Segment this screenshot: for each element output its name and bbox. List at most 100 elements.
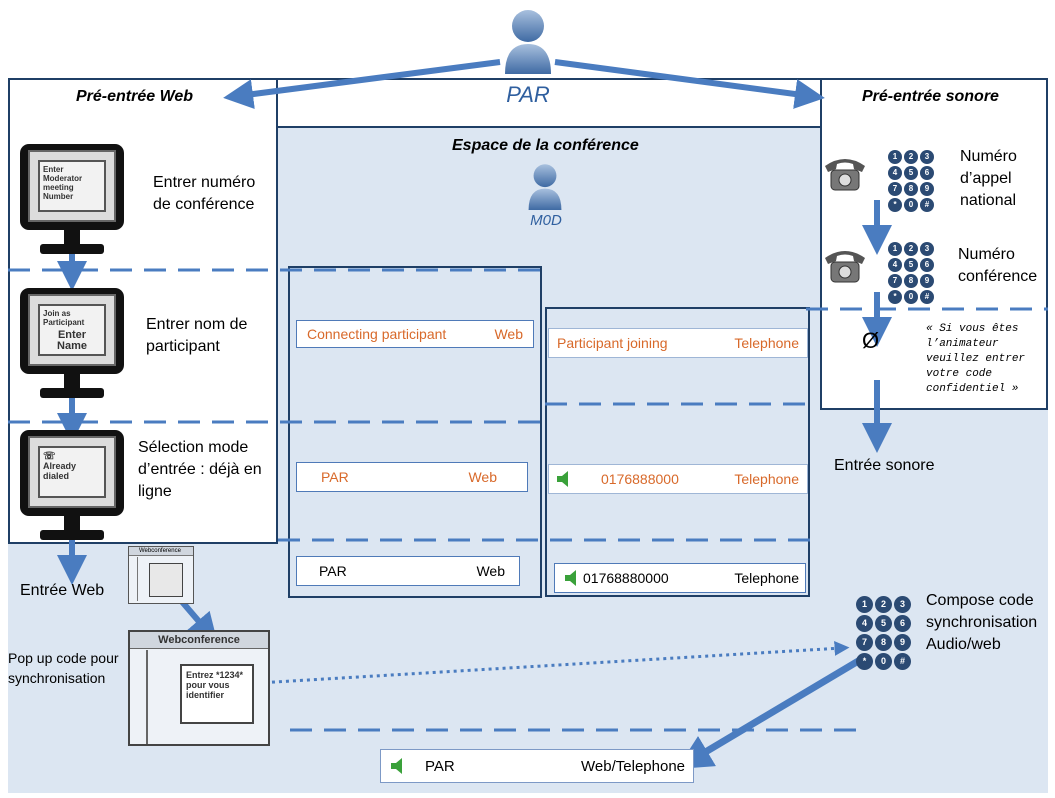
web-step1-label: Entrer numéro de conférence: [153, 174, 256, 213]
web-row-3-name: PAR: [319, 563, 347, 579]
phone-participant-column: [545, 307, 810, 597]
par-person-icon: [505, 10, 551, 74]
arrow-keypad-to-final: [676, 656, 862, 769]
keypad-key: 3: [920, 242, 934, 256]
audio-preentry-panel: [820, 78, 1048, 410]
keypad-key: #: [894, 653, 911, 670]
phone-step1-label: Numéro d’appel national: [960, 148, 1017, 209]
phone-step2-label: Numéro conférence: [958, 246, 1038, 285]
keypad-key: 1: [856, 596, 873, 613]
compose-label: Compose code synchronisation Audio/web: [926, 592, 1038, 653]
phone-row-2-mode: Telephone: [734, 471, 799, 487]
keypad-key: 4: [888, 258, 902, 272]
web-row-2-name: PAR: [321, 469, 349, 485]
conference-space-title: Espace de la conférence: [452, 137, 639, 154]
keypad-key: 4: [856, 615, 873, 632]
keypad-key: 6: [920, 166, 934, 180]
mini-popup-window: Webconference: [128, 546, 194, 604]
keypad-key: 3: [920, 150, 934, 164]
keypad-key: 9: [920, 182, 934, 196]
sync-popup-window: Webconference Entrez *1234* pour vous id…: [128, 630, 270, 746]
keypad-key: 6: [894, 615, 911, 632]
final-row: PAR Web/Telephone: [380, 749, 694, 783]
web-row-3-mode: Web: [476, 563, 505, 579]
keypad-key: 0: [904, 290, 918, 304]
speaker-icon: [565, 570, 576, 586]
mini-popup-title: Webconference: [129, 547, 193, 556]
keypad-key: 9: [920, 274, 934, 288]
monitor-step1: Enter Moderator meeting Number: [20, 144, 124, 256]
keypad-key: 8: [875, 634, 892, 651]
web-preentry-title: Pré-entrée Web: [76, 88, 194, 105]
final-row-name: PAR: [425, 757, 455, 775]
keypad-key: 0: [904, 198, 918, 212]
web-step3-label: Sélection mode d’entrée : déjà en ligne: [138, 439, 262, 500]
arrow-par-to-audio: [554, 59, 825, 109]
keypad-key: #: [920, 198, 934, 212]
keypad-key: 5: [875, 615, 892, 632]
telephone-icon: [825, 159, 865, 191]
keypad-key: 1: [888, 150, 902, 164]
phone-small-icon: ☏: [43, 451, 56, 462]
keypad-key: 2: [904, 150, 918, 164]
web-row-2-mode: Web: [468, 469, 497, 485]
mod-person-icon: [528, 164, 562, 210]
phone-row-3: 01768880000 Telephone: [554, 563, 806, 593]
keypad-key: 8: [904, 182, 918, 196]
phone-row-3-name: 01768880000: [583, 570, 669, 586]
moderator-code-message: « Si vous êtes l’animateur veuillez entr…: [926, 323, 1026, 395]
speaker-icon: [391, 758, 402, 774]
screen2-main-text: Enter Name: [57, 329, 87, 352]
screen2-top-text: Join as Participant: [43, 309, 85, 327]
keypad-key: 7: [856, 634, 873, 651]
sync-dotted-line: [257, 640, 850, 685]
keypad-key: 9: [894, 634, 911, 651]
keypad-key: 5: [904, 258, 918, 272]
keypad-key: 7: [888, 274, 902, 288]
telephone-icon: [825, 251, 865, 283]
null-symbol: Ø: [862, 328, 880, 353]
mod-label: M0D: [530, 212, 562, 229]
keypad-key: 5: [904, 166, 918, 180]
keypad-key: 7: [888, 182, 902, 196]
keypad-key: *: [856, 653, 873, 670]
web-row-1-mode: Web: [494, 326, 523, 342]
audio-preentry-title: Pré-entrée sonore: [862, 88, 999, 105]
keypad-key: 3: [894, 596, 911, 613]
phone-row-3-mode: Telephone: [734, 570, 799, 586]
web-row-3: PAR Web: [296, 556, 520, 586]
monitor-step3: ☏ Already dialed: [20, 430, 124, 542]
web-row-1-name: Connecting participant: [307, 326, 447, 342]
keypad-key: *: [888, 290, 902, 304]
arrow-par-to-web: [223, 59, 501, 109]
web-row-2: PAR Web: [296, 462, 528, 492]
web-step2-label: Entrer nom de participant: [146, 316, 248, 355]
monitor-step2: Join as Participant Enter Name: [20, 288, 124, 400]
web-entry-label: Entrée Web: [20, 582, 105, 599]
screen1-text: Enter Moderator meeting Number: [38, 160, 106, 212]
phone-row-1-name: Participant joining: [557, 335, 668, 351]
final-row-mode: Web/Telephone: [581, 757, 685, 775]
web-participant-column: [288, 266, 542, 598]
keypad-key: 2: [904, 242, 918, 256]
popup-label: Pop up code pour synchronisation: [8, 650, 119, 686]
sync-popup-title: Webconference: [130, 632, 268, 649]
keypad-key: 4: [888, 166, 902, 180]
keypad-key: #: [920, 290, 934, 304]
phone-row-1-mode: Telephone: [734, 335, 799, 351]
keypad-key: *: [888, 198, 902, 212]
phone-row-2: 0176888000 Telephone: [548, 464, 808, 494]
par-top-label: PAR: [506, 82, 550, 107]
keypad-key: 6: [920, 258, 934, 272]
keypad-key: 0: [875, 653, 892, 670]
keypad-key: 8: [904, 274, 918, 288]
keypad-key: 1: [888, 242, 902, 256]
phone-row-1: Participant joining Telephone: [548, 328, 808, 358]
web-row-1: Connecting participant Web: [296, 320, 534, 348]
audio-entry-label: Entrée sonore: [834, 457, 935, 474]
speaker-icon: [557, 471, 568, 487]
phone-row-2-name: 0176888000: [601, 471, 679, 487]
